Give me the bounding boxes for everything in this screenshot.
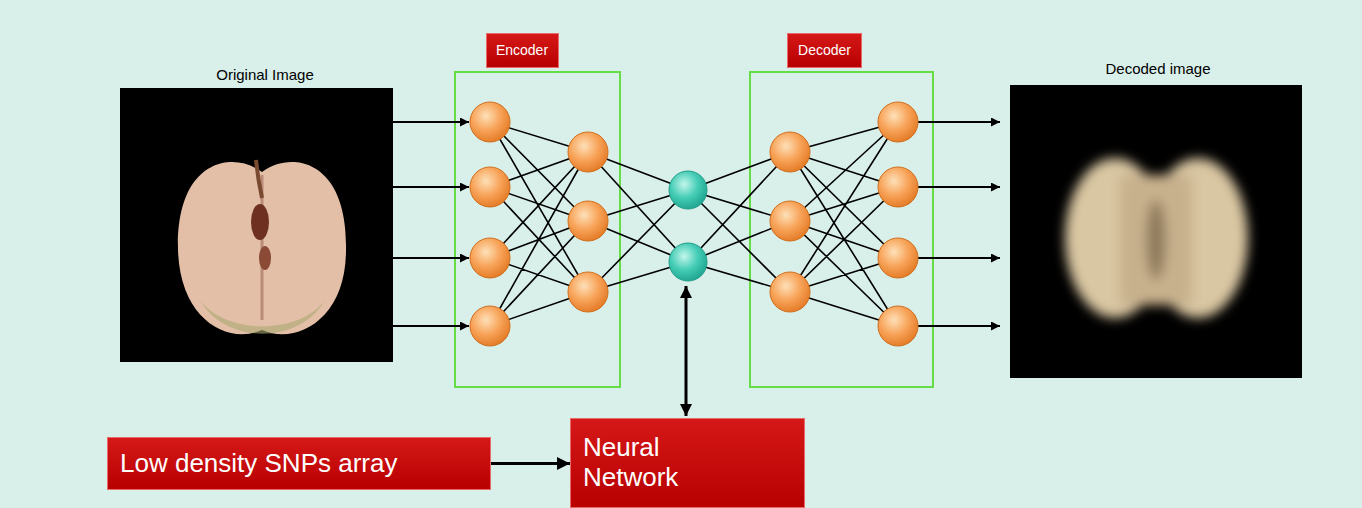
input-arrow: [393, 186, 469, 188]
latent-neuron: [669, 171, 707, 209]
latent-neuron: [669, 243, 707, 281]
neuron: [878, 306, 918, 346]
box-text: Neural Network: [583, 433, 713, 493]
decoded-image: [1010, 85, 1302, 378]
box-text: Decoder: [798, 42, 851, 58]
neuron: [770, 132, 810, 172]
output-arrow: [918, 325, 1000, 327]
output-arrow: [918, 186, 1000, 188]
decoder-frame: [750, 72, 933, 387]
apple-seed: [259, 246, 271, 270]
neuron: [770, 272, 810, 312]
neuron: [568, 272, 608, 312]
section-tag: Decoder: [787, 33, 862, 68]
neuron: [878, 102, 918, 142]
neuron: [568, 132, 608, 172]
neuron: [568, 201, 608, 241]
box-text: Encoder: [496, 42, 548, 58]
neuron: [470, 102, 510, 142]
neuron-layers: [470, 102, 918, 346]
image-caption: Decoded image: [1105, 60, 1210, 77]
neuron: [878, 238, 918, 278]
process-box: Neural Network: [570, 418, 805, 508]
apple-seed: [251, 204, 269, 240]
bottleneck-layer: [669, 171, 707, 281]
apple-flesh: [178, 162, 346, 334]
neuron: [770, 201, 810, 241]
synapse-lines: [490, 122, 898, 326]
latent-link-arrow: [685, 286, 688, 416]
encoder-frame: [455, 72, 620, 387]
neuron: [470, 167, 510, 207]
section-tag: Encoder: [486, 33, 559, 68]
output-arrow: [918, 257, 1000, 259]
image-caption: Original Image: [216, 66, 314, 83]
apple-seam: [1146, 200, 1166, 280]
neuron: [878, 167, 918, 207]
io-arrows: [393, 122, 1000, 326]
input-arrow: [393, 121, 469, 123]
apple-centre: [1120, 175, 1192, 305]
neuron: [470, 238, 510, 278]
apple-picture: [178, 160, 346, 334]
apple-stem: [256, 160, 262, 198]
input-arrow: [393, 257, 469, 259]
input-arrow: [393, 325, 469, 327]
neuron: [470, 306, 510, 346]
original-image: [120, 88, 393, 362]
process-box: Low density SNPs array: [107, 437, 491, 490]
output-arrow: [918, 121, 1000, 123]
box-text: Low density SNPs array: [120, 449, 397, 479]
flow-arrow: [491, 462, 570, 465]
blurred-apple: [1065, 158, 1248, 318]
